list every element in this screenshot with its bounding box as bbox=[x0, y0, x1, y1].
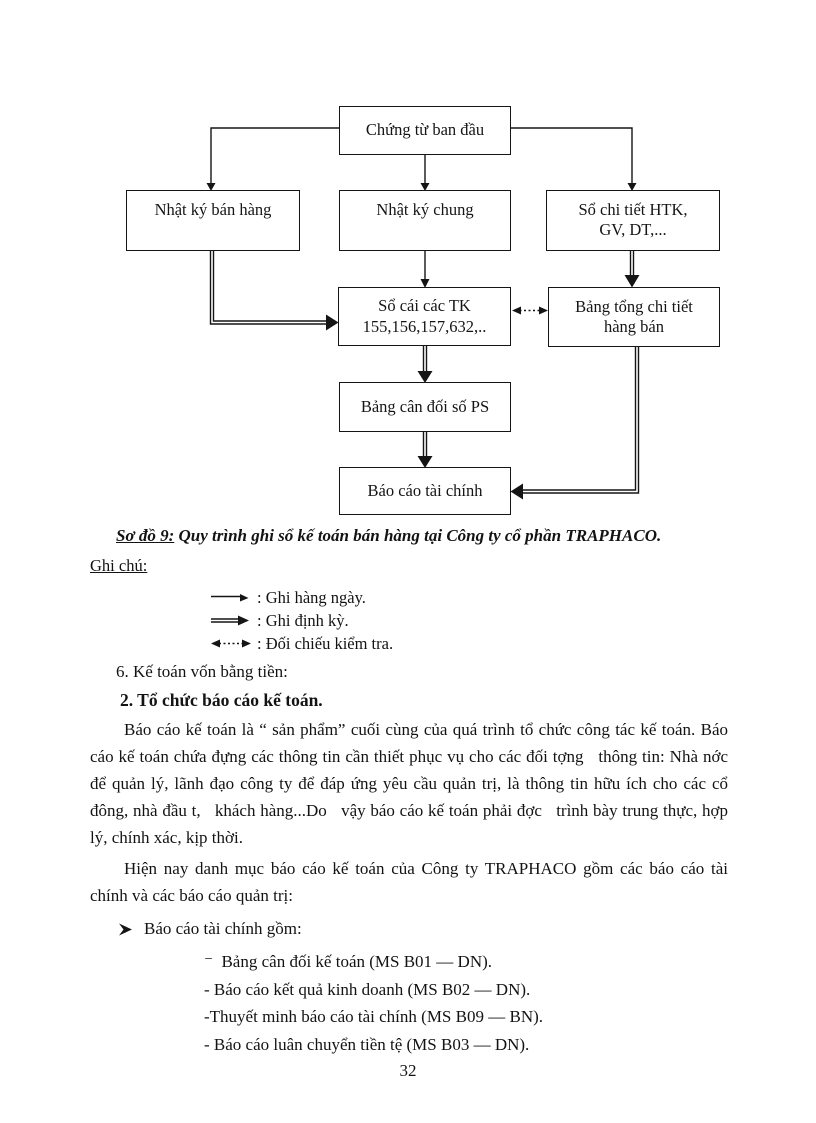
list-item: - Báo cáo luân chuyển tiền tệ (MS B03 — … bbox=[204, 1034, 530, 1054]
caption-label: Sơ đồ 9: bbox=[116, 526, 175, 545]
flow-box-so-chi-tiet: Sổ chi tiết HTK, GV, DT,... bbox=[546, 190, 720, 251]
bullet-head-label: Báo cáo tài chính gồm: bbox=[144, 919, 302, 938]
flow-box-bao-cao-tai-chinh: Báo cáo tài chính bbox=[339, 467, 511, 515]
flow-box-so-cai-cac-tk: Sổ cái các TK 155,156,157,632,.. bbox=[338, 287, 511, 346]
flow-box-chung-tu-ban-dau: Chứng từ ban đầu bbox=[339, 106, 511, 155]
flow-box-bang-tong-chi-tiet: Bảng tổng chi tiết hàng bán bbox=[548, 287, 720, 347]
double-arrow-sochitiet-to-bangtong bbox=[624, 251, 640, 288]
legend-item-daily: : Ghi hàng ngày. bbox=[210, 586, 728, 609]
diagram-caption: Sơ đồ 9: Quy trình ghi sổ kế toán bán hà… bbox=[116, 524, 728, 548]
flow-box-nhat-ky-chung: Nhật ký chung bbox=[339, 190, 511, 251]
dashed-arrow-socai-bangtong bbox=[512, 306, 548, 315]
double-arrow-socai-to-bangcandoi bbox=[417, 346, 433, 383]
arrow-chungtu-to-nhatkychung bbox=[420, 155, 430, 191]
list-item: -Thuyết minh báo cáo tài chính (MS B09 —… bbox=[204, 1007, 544, 1026]
double-arrow-nhatkybanhang-to-socai bbox=[209, 251, 339, 331]
double-arrow-bangcandoi-to-baocao bbox=[417, 432, 433, 468]
legend: : Ghi hàng ngày. : Ghi định kỳ. bbox=[210, 586, 728, 655]
double-arrow-bangtong-to-baocao bbox=[510, 347, 640, 500]
paragraph-2: Hiện nay danh mục báo cáo kế toán của Cô… bbox=[90, 859, 733, 905]
legend-item-reconcile: : Đối chiếu kiểm tra. bbox=[210, 632, 728, 655]
single-arrow-icon bbox=[210, 591, 252, 604]
financial-reports-bullet: Báo cáo tài chính gồm: bbox=[118, 917, 728, 941]
legend-label: : Ghi định kỳ. bbox=[257, 610, 349, 630]
arrow-bullet-icon bbox=[118, 922, 133, 937]
list-item: ⁻ Bảng cân đối kế toán (MS B01 — DN). bbox=[204, 952, 493, 971]
arrow-chungtu-to-nhatky-banhang bbox=[206, 127, 339, 191]
arrow-chungtu-to-sochitiet bbox=[511, 127, 637, 191]
list-item: - Báo cáo kết quả kinh doanh (MS B02 — D… bbox=[204, 979, 531, 999]
section-2-heading: 2. Tổ chức báo cáo kế toán. bbox=[120, 690, 323, 710]
document-body: Sơ đồ 9: Quy trình ghi sổ kế toán bán hà… bbox=[90, 524, 728, 1058]
flowchart: Chứng từ ban đầu Nhật ký bán hàng Nhật k… bbox=[0, 0, 816, 522]
item-6-heading: 6. Kế toán vốn bằng tiền: bbox=[116, 662, 288, 681]
caption-text: Quy trình ghi sổ kế toán bán hàng tại Cô… bbox=[174, 526, 662, 545]
legend-title: Ghi chú: bbox=[90, 556, 148, 575]
legend-item-periodic: : Ghi định kỳ. bbox=[210, 609, 728, 632]
dashed-two-way-arrow-icon bbox=[210, 637, 252, 650]
flowchart-arrows bbox=[206, 127, 640, 500]
flow-box-bang-can-doi-so-ps: Bảng cân đối số PS bbox=[339, 382, 511, 432]
report-list: ⁻ Bảng cân đối kế toán (MS B01 — DN). - … bbox=[204, 948, 728, 1058]
page-number: 32 bbox=[399, 1061, 417, 1080]
double-arrow-icon bbox=[210, 614, 252, 627]
legend-label: : Ghi hàng ngày. bbox=[257, 587, 366, 607]
legend-label: : Đối chiếu kiểm tra. bbox=[257, 633, 394, 653]
paragraph-1: Báo cáo kế toán là “ sản phẩm” cuối cùng… bbox=[90, 720, 741, 847]
flow-box-nhat-ky-ban-hang: Nhật ký bán hàng bbox=[126, 190, 300, 251]
arrow-nhatkychung-to-socai bbox=[420, 251, 430, 288]
